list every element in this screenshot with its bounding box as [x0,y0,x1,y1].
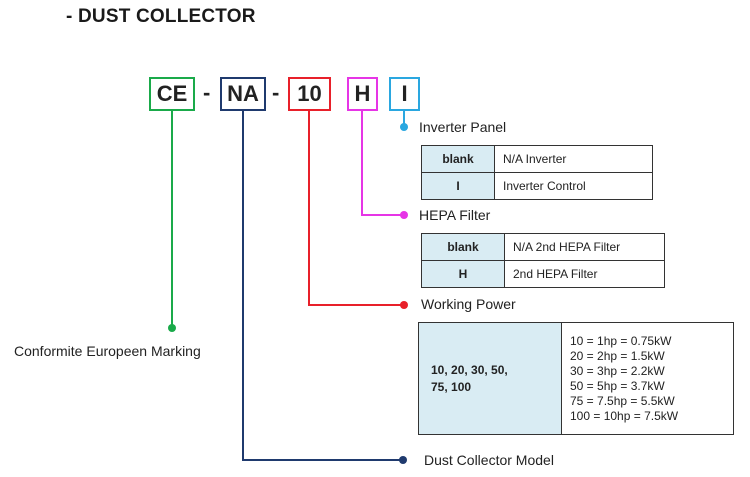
code-box-na: NA [220,77,266,111]
power-connector [308,111,404,306]
option-code: H [421,260,505,288]
option-code: blank [421,145,495,173]
na-connector [242,111,403,461]
power-value: 50 = 5hp = 3.7kW [570,378,665,393]
working-power-label: Working Power [421,296,516,312]
code-power-text: 10 [297,81,322,106]
hepa-options-table: blank N/A 2nd HEPA Filter H 2nd HEPA Fil… [421,233,665,288]
code-hepa-text: H [354,81,371,106]
model-label: Dust Collector Model [424,452,554,468]
table-row: H 2nd HEPA Filter [421,260,665,288]
inverter-dot [400,123,408,131]
ce-dot [168,324,176,332]
inverter-panel-label: Inverter Panel [419,119,507,135]
option-code: blank [421,233,505,261]
table-row: I Inverter Control [421,172,653,200]
power-value: 100 = 10hp = 7.5kW [570,408,679,423]
power-codes-line: 75, 100 [431,379,472,394]
code-ce-text: CE [156,81,188,106]
option-desc: N/A Inverter [494,145,653,173]
option-code: I [421,172,495,200]
code-separator: - [203,80,211,105]
ce-marking-label: Conformite Europeen Marking [14,343,201,359]
power-value: 10 = 1hp = 0.75kW [570,333,672,348]
power-options-table: 10, 20, 30, 50, 75, 100 10 = 1hp = 0.75k… [418,322,734,435]
power-value: 75 = 7.5hp = 5.5kW [570,393,675,408]
code-separator: - [272,80,280,105]
power-codes-line: 10, 20, 30, 50, [431,362,508,377]
table-row: blank N/A Inverter [421,145,653,173]
code-na-text: NA [227,81,259,106]
option-desc: 2nd HEPA Filter [504,260,665,288]
code-box-hepa: H [347,77,378,111]
power-value: 30 = 3hp = 2.2kW [570,363,665,378]
hepa-dot [400,211,408,219]
hepa-filter-label: HEPA Filter [419,207,491,223]
code-box-power: 10 [288,77,331,111]
table-row: 10, 20, 30, 50, 75, 100 10 = 1hp = 0.75k… [418,322,734,435]
diagram-title: - DUST COLLECTOR [66,6,256,27]
code-inverter-text: I [401,81,408,106]
code-box-inverter: I [389,77,420,111]
power-values-cell: 10 = 1hp = 0.75kW 20 = 2hp = 1.5kW 30 = … [561,322,734,435]
option-desc: N/A 2nd HEPA Filter [504,233,665,261]
power-codes-cell: 10, 20, 30, 50, 75, 100 [418,322,562,435]
na-dot [399,456,407,464]
table-row: blank N/A 2nd HEPA Filter [421,233,665,261]
power-dot [400,301,408,309]
power-value: 20 = 2hp = 1.5kW [570,348,665,363]
code-box-ce: CE [149,77,195,111]
hepa-connector [361,111,404,216]
inverter-options-table: blank N/A Inverter I Inverter Control [421,145,653,200]
option-desc: Inverter Control [494,172,653,200]
